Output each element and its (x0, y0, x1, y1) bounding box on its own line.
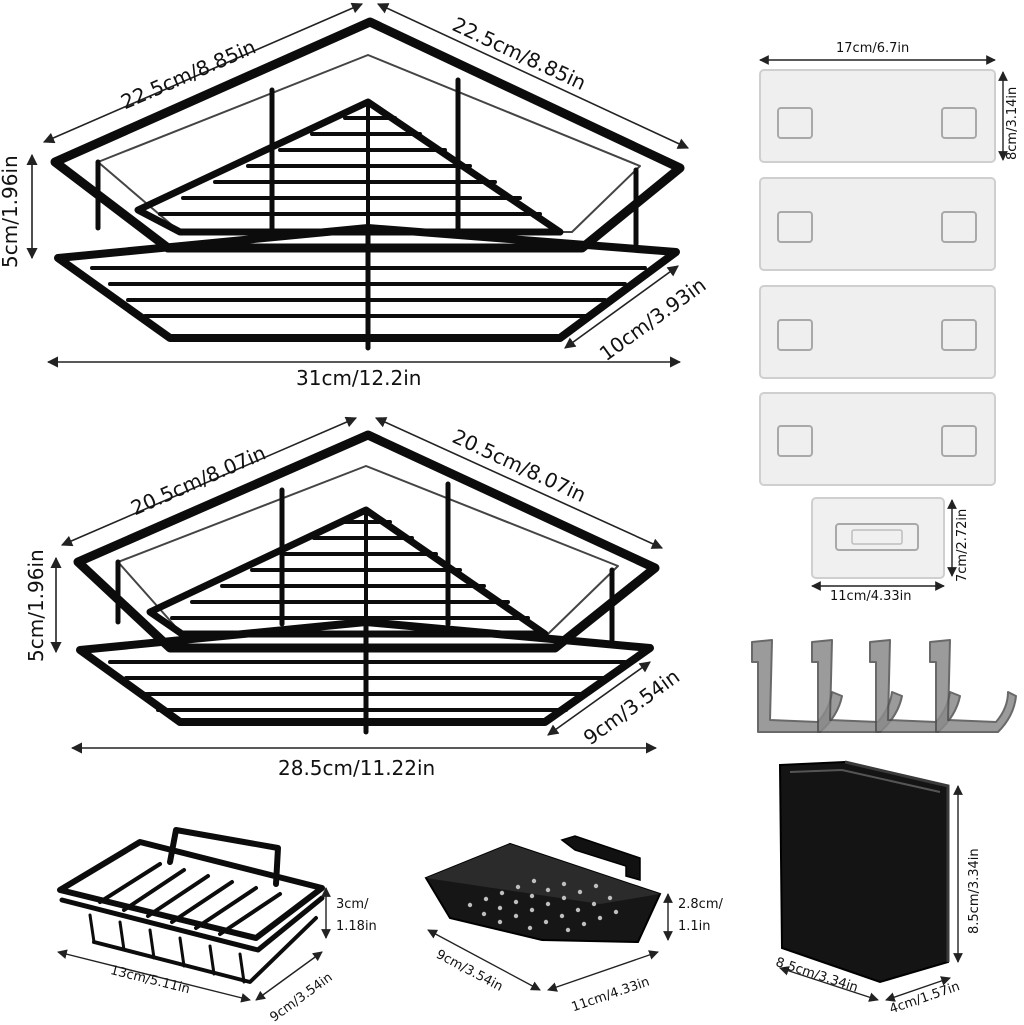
soap-rack-height-label-1: 3cm/ (336, 897, 369, 912)
adhesive-plate-3 (759, 285, 996, 379)
small-plate-width-label: 11cm/4.33in (830, 589, 912, 604)
soap-dish (424, 835, 662, 944)
adhesive-plates (759, 69, 996, 579)
small-shelf-width-label: 28.5cm/11.22in (278, 756, 436, 780)
small-plate-height-label: 7cm/2.72in (955, 508, 970, 582)
caddy-height-label: 8.5cm/3.34in (967, 848, 982, 934)
large-shelf-dimension-lines (26, 2, 690, 368)
large-plate-height-label: 8cm/3.14in (1005, 86, 1020, 160)
caddy-dimension-lines (779, 785, 963, 1002)
soap-rack (57, 827, 325, 984)
adhesive-plate-small (811, 497, 945, 579)
large-shelf-height-label: 5cm/1.96in (0, 155, 22, 268)
small-shelf-dimension-lines (50, 416, 664, 754)
adhesive-plate-1 (759, 69, 996, 163)
adhesive-plate-2 (759, 177, 996, 271)
plate-dimension-lines (759, 55, 1008, 591)
hooks (751, 639, 1017, 733)
large-plate-width-label: 17cm/6.7in (836, 41, 910, 56)
soap-rack-height-label-2: 1.18in (336, 919, 377, 934)
soap-dish-height-label-1: 2.8cm/ (678, 897, 723, 912)
small-shelf-height-label: 5cm/1.96in (24, 549, 48, 662)
large-shelf-width-label: 31cm/12.2in (296, 366, 422, 390)
soap-dish-height-label-2: 1.1in (678, 919, 711, 934)
soap-dish-dimension-lines (427, 893, 673, 992)
adhesive-plate-4 (759, 392, 996, 486)
drain-holes (467, 878, 619, 933)
storage-caddy (778, 760, 950, 984)
soap-rack-dimension-lines (57, 887, 331, 1003)
